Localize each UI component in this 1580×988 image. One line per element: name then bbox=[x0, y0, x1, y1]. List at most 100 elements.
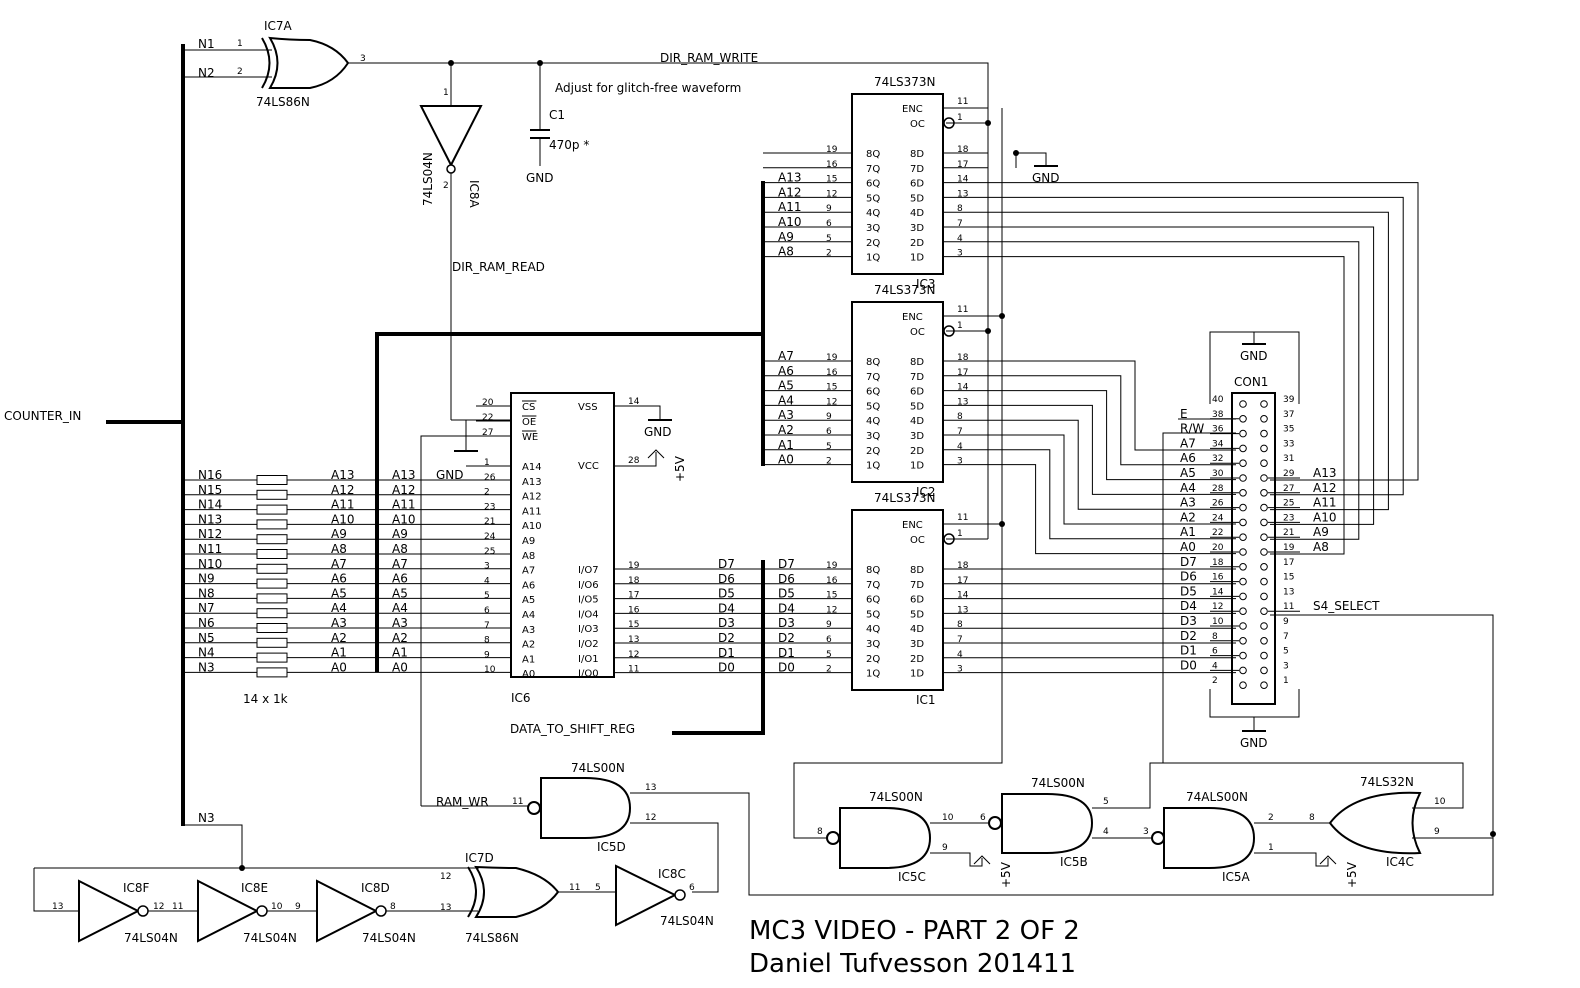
svg-text:74LS86N: 74LS86N bbox=[465, 931, 519, 945]
con-right-pin-number: 17 bbox=[1283, 558, 1294, 568]
con-right-pin-number: 37 bbox=[1283, 410, 1294, 420]
svg-text:12: 12 bbox=[645, 813, 656, 823]
svg-text:VSS: VSS bbox=[578, 402, 598, 413]
con-pin-left bbox=[1239, 533, 1247, 542]
con-left-net: A1 bbox=[1180, 525, 1196, 539]
con-pin-left bbox=[1239, 444, 1247, 453]
latch-d-pin: 3 bbox=[957, 665, 963, 675]
ram-address-label: A12 bbox=[392, 483, 415, 497]
resistor-output-label: A7 bbox=[331, 557, 347, 571]
ic6-io-label: I/O5 bbox=[578, 595, 599, 606]
resistor-input-label: N7 bbox=[198, 601, 215, 615]
ram-address-label: A11 bbox=[392, 498, 415, 512]
con-left-pin-number: 38 bbox=[1212, 410, 1224, 420]
latch-data-label: D3 bbox=[778, 616, 795, 630]
svg-text:13: 13 bbox=[52, 902, 63, 912]
latch-body bbox=[851, 509, 944, 691]
latch-d-pin: 18 bbox=[957, 353, 969, 363]
svg-text:74LS04N: 74LS04N bbox=[243, 931, 297, 945]
latch-q-pin: 6 bbox=[826, 427, 832, 437]
latch-d-label: 6D bbox=[910, 179, 924, 190]
ic8a-inverter: 1 2 74LS04N IC8A bbox=[419, 63, 483, 420]
latch-oc: OC bbox=[910, 119, 925, 130]
latch-q-pin: 19 bbox=[826, 353, 838, 363]
ic6-io-label: I/O3 bbox=[578, 624, 599, 635]
latch-q-pin: 12 bbox=[826, 397, 837, 407]
net-n3: N3 bbox=[198, 811, 215, 825]
ic6-addr-pin: 1 bbox=[484, 458, 490, 468]
latch-d-pin: 7 bbox=[957, 219, 963, 229]
ic6-io-label: I/O4 bbox=[578, 609, 599, 620]
ram-address-label: A0 bbox=[392, 660, 408, 674]
svg-text:+5V: +5V bbox=[1345, 861, 1359, 888]
latch-d-pin: 7 bbox=[957, 427, 963, 437]
ic8f-inverter: IC8F 74LS04N 13 12 bbox=[33, 868, 178, 945]
svg-text:IC5B: IC5B bbox=[1060, 855, 1088, 869]
con-pin-right bbox=[1260, 577, 1268, 586]
latch-q-net: A9 bbox=[778, 230, 794, 244]
svg-text:IC4C: IC4C bbox=[1386, 855, 1414, 869]
resistor-output-label: A11 bbox=[331, 498, 354, 512]
svg-text:2: 2 bbox=[1268, 813, 1274, 823]
latch-d-label: 2D bbox=[910, 238, 924, 249]
ram-address-label: A5 bbox=[392, 586, 408, 600]
resistor-input-label: N10 bbox=[198, 557, 222, 571]
latch-body bbox=[851, 301, 944, 483]
con-right-pin-number: 13 bbox=[1283, 587, 1294, 597]
ic6-addr-pin: 5 bbox=[484, 591, 490, 601]
con-left-net: R/W bbox=[1180, 422, 1204, 436]
ic6-addr-label: A8 bbox=[522, 551, 535, 562]
svg-text:GND: GND bbox=[644, 425, 672, 439]
latch-d-label: 3D bbox=[910, 639, 924, 650]
ic6-ref: IC6 bbox=[511, 691, 531, 705]
ic8a-type: 74LS04N bbox=[421, 152, 435, 206]
svg-text:5: 5 bbox=[1103, 797, 1109, 807]
latch-d-label: 4D bbox=[910, 416, 924, 427]
con1-ref: CON1 bbox=[1234, 375, 1268, 389]
ic6-addr-pin: 24 bbox=[484, 532, 496, 542]
latch-q-pin: 16 bbox=[826, 368, 838, 378]
capacitor-c1: C1 470p * GND bbox=[526, 60, 589, 185]
con-left-net: A4 bbox=[1180, 481, 1196, 495]
resistor bbox=[256, 549, 288, 559]
resistor bbox=[256, 489, 288, 500]
latch-q-net: A3 bbox=[778, 408, 794, 422]
con-left-net: D1 bbox=[1180, 644, 1197, 658]
latch-enc-pin: 11 bbox=[957, 513, 968, 523]
latch-body bbox=[851, 93, 944, 275]
latch-d-pin: 13 bbox=[957, 189, 968, 199]
svg-text:3: 3 bbox=[360, 54, 366, 64]
con-right-net: S4_SELECT bbox=[1313, 599, 1380, 613]
con-pin-right bbox=[1260, 429, 1268, 438]
latch-q-net: A8 bbox=[778, 245, 794, 259]
latch-d-pin: 14 bbox=[957, 591, 969, 601]
latch-type: 74LS373N bbox=[874, 491, 935, 505]
latch-d-pin: 3 bbox=[957, 249, 963, 259]
latch-q-label: 1Q bbox=[866, 461, 880, 472]
latch-q-label: 4Q bbox=[866, 416, 880, 427]
latch-enc-pin: 11 bbox=[957, 305, 968, 315]
latch-d-pin: 17 bbox=[957, 160, 968, 170]
svg-text:IC7D: IC7D bbox=[465, 851, 494, 865]
adjust-note: Adjust for glitch-free waveform bbox=[555, 81, 741, 95]
latch-q-label: 2Q bbox=[866, 654, 880, 665]
latch-q-net: A5 bbox=[778, 379, 794, 393]
latch-q-label: 3Q bbox=[866, 639, 880, 650]
con-right-pin-number: 3 bbox=[1283, 661, 1289, 671]
latch-data-label: D4 bbox=[778, 601, 795, 615]
resistor bbox=[256, 667, 288, 678]
latch-q-pin: 16 bbox=[826, 160, 838, 170]
ic6-addr-pin: 10 bbox=[484, 665, 496, 675]
resistor-output-label: A12 bbox=[331, 483, 354, 497]
resistor bbox=[256, 637, 288, 648]
latch-q-label: 7Q bbox=[866, 164, 880, 175]
svg-text:+5V: +5V bbox=[673, 455, 687, 482]
latch-d-pin: 17 bbox=[957, 368, 968, 378]
ic6-addr-label: A13 bbox=[522, 477, 542, 488]
net-counter-in: COUNTER_IN bbox=[4, 409, 81, 423]
resistor bbox=[256, 578, 288, 589]
resistor-input-label: N3 bbox=[198, 660, 215, 674]
ic6-io-label: I/O0 bbox=[578, 669, 599, 680]
con-left-pin-number: 36 bbox=[1212, 425, 1224, 435]
latch-q-pin: 2 bbox=[826, 457, 832, 467]
